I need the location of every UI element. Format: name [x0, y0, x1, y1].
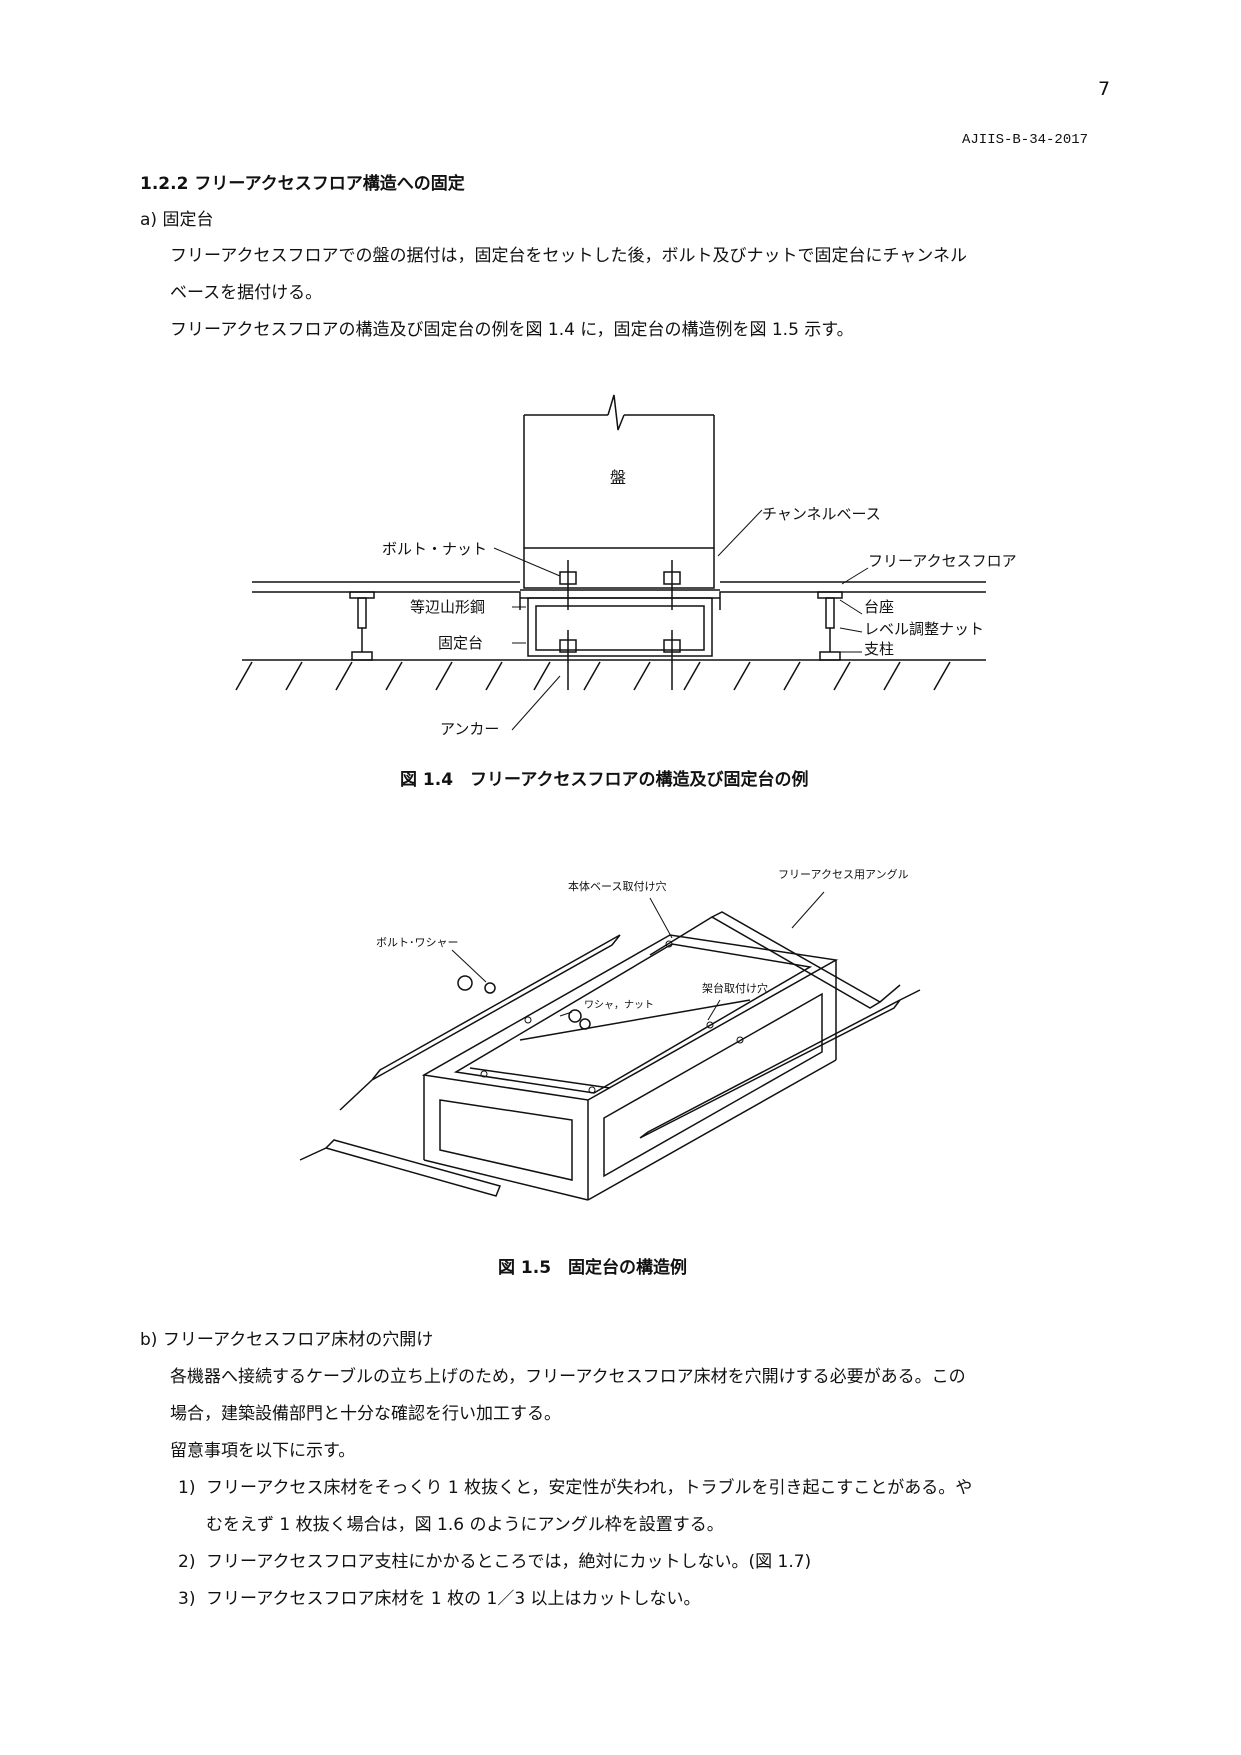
frame-top: [421, 934, 839, 1101]
channel-base: [523, 547, 715, 589]
list-item-text: むをえず 1 枚抜く場合は，図 1.6 のようにアングル枠を設置する。: [206, 1515, 724, 1535]
paragraph: フリーアクセスフロアでの盤の据付は，固定台をセットした後，ボルト及びナットで固定…: [170, 246, 967, 266]
paragraph: フリーアクセスフロアの構造及び固定台の例を図 1.4 に，固定台の構造例を図 1…: [170, 320, 854, 340]
figure-caption: 図 1.5 固定台の構造例: [498, 1258, 688, 1278]
pedestal-right: [817, 591, 843, 661]
floor-plates: [252, 581, 986, 593]
label-bolt-nut: ボルト・ナット: [382, 540, 488, 558]
document-code: AJIIS-B-34-2017: [962, 132, 1089, 148]
list-item-text: フリーアクセス床材をそっくり 1 枚抜くと，安定性が失われ，トラブルを引き起こす…: [206, 1478, 973, 1498]
paragraph: ベースを据付ける。: [170, 283, 323, 303]
label-angle-steel: 等辺山形鋼: [410, 598, 486, 616]
angle-bar-top: [649, 911, 901, 1009]
label-base-hole: 本体ベース取付け穴: [568, 880, 667, 893]
pedestal-left: [349, 591, 375, 661]
angle-bar-left: [339, 934, 621, 1111]
label-channel-base: チャンネルベース: [762, 505, 881, 523]
label-washer-nut: ワシャ，ナット: [584, 1000, 654, 1011]
label-bolt-washer: ボルト･ワシャー: [376, 936, 459, 949]
label-daiza: 台座: [864, 598, 895, 616]
list-item-number: 2): [178, 1552, 196, 1572]
label-kotei-dai: 固定台: [438, 634, 484, 652]
fixing-frame-isometric-diagram: [299, 891, 921, 1201]
page-number: 7: [1098, 78, 1111, 100]
label-frame-hole: 架台取付け穴: [702, 982, 768, 995]
label-anchor: アンカー: [440, 720, 500, 738]
panel-cabinet: [523, 394, 715, 548]
list-item-number: 1): [178, 1478, 196, 1498]
list-item-text: フリーアクセスフロア支柱にかかるところでは，絶対にカットしない。(図 1.7): [206, 1552, 812, 1572]
paragraph: 場合，建築設備部門と十分な確認を行い加工する。: [170, 1404, 561, 1424]
leader-lines-fig2: [451, 891, 825, 1021]
figure-caption: 図 1.4 フリーアクセスフロアの構造及び固定台の例: [400, 770, 809, 790]
angle-bar-right: [639, 989, 921, 1139]
bolts: [559, 560, 681, 690]
leader-lines: [493, 509, 869, 731]
list-item-number: 3): [178, 1589, 196, 1609]
label-shichu: 支柱: [864, 640, 895, 658]
label-level-nut: レベル調整ナット: [864, 620, 985, 638]
item-a-label: a) 固定台: [140, 210, 214, 230]
label-ban: 盤: [610, 468, 627, 487]
section-heading: 1.2.2 フリーアクセスフロア構造への固定: [140, 174, 465, 194]
label-free-access-floor: フリーアクセスフロア: [868, 552, 1017, 570]
frame-sides: [423, 960, 837, 1201]
label-angle: フリーアクセス用アングル: [778, 868, 909, 881]
paragraph: 各機器へ接続するケーブルの立ち上げのため，フリーアクセスフロア床材を穴開けする必…: [170, 1367, 966, 1387]
fixing-frame: [520, 589, 720, 657]
paragraph: 留意事項を以下に示す。: [170, 1441, 356, 1461]
angle-bar-bottom-left: [299, 1139, 502, 1197]
frame-inner-rails: [469, 999, 751, 1089]
list-item-text: フリーアクセスフロア床材を 1 枚の 1／3 以上はカットしない。: [206, 1589, 701, 1609]
mounting-holes: [480, 940, 744, 1094]
angle-steel: [508, 591, 732, 610]
bolt-washer-parts: [457, 975, 591, 1030]
item-b-label: b) フリーアクセスフロア床材の穴開け: [140, 1330, 434, 1350]
free-access-floor-diagram: [235, 394, 986, 731]
